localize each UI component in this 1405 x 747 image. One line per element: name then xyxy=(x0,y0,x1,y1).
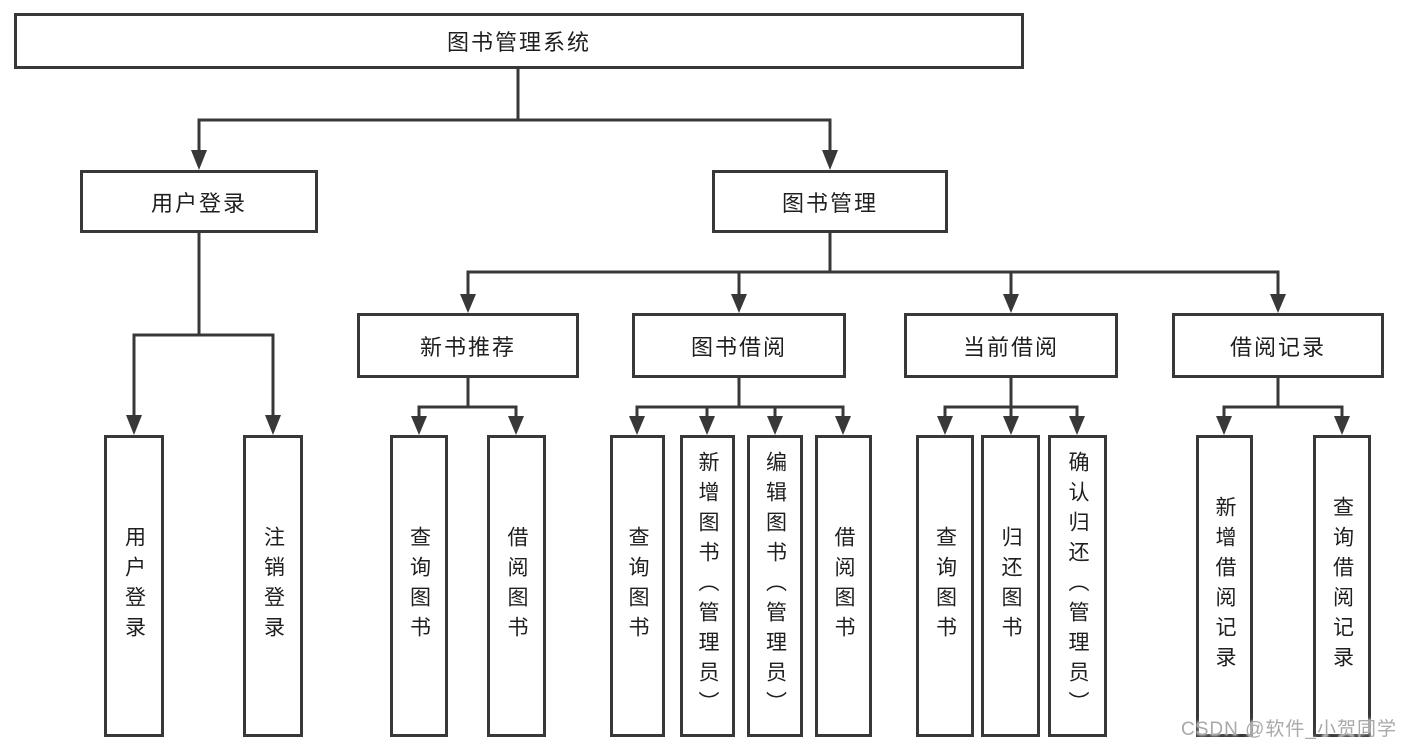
node-new-book-recommend-label: 新书推荐 xyxy=(419,334,516,360)
node-query-borrow-record: 查询借阅记录 xyxy=(1313,435,1371,737)
node-add-books-admin-label: 新增图书（管理员） xyxy=(696,451,719,721)
node-book-borrowing: 图书借阅 xyxy=(632,313,846,378)
connector-user-login xyxy=(132,231,275,419)
node-current-borrowing: 当前借阅 xyxy=(904,313,1118,378)
node-add-borrow-record: 新增借阅记录 xyxy=(1196,435,1253,737)
node-query-books-borrowing-label: 查询图书 xyxy=(626,526,649,646)
node-user-login-action-label: 用户登录 xyxy=(122,526,146,646)
connector-book-borrowing xyxy=(635,376,845,420)
node-query-borrow-record-label: 查询借阅记录 xyxy=(1330,496,1354,676)
node-edit-books-admin-label: 编辑图书（管理员） xyxy=(763,451,787,721)
node-logout-action-label: 注销登录 xyxy=(261,526,285,646)
node-borrow-books-borrowing-label: 借阅图书 xyxy=(832,526,855,646)
arrowheads xyxy=(126,150,1350,435)
node-root: 图书管理系统 xyxy=(14,13,1024,69)
node-book-borrowing-label: 图书借阅 xyxy=(690,334,787,360)
node-query-books-recommend-label: 查询图书 xyxy=(407,526,431,646)
node-confirm-return-admin-label: 确认归还（管理员） xyxy=(1066,451,1089,721)
node-edit-books-admin: 编辑图书（管理员） xyxy=(747,435,803,737)
connector-new-book-recommend xyxy=(417,376,518,420)
connector-book-management xyxy=(466,231,1280,297)
node-add-borrow-record-label: 新增借阅记录 xyxy=(1213,496,1236,676)
node-query-books-recommend: 查询图书 xyxy=(390,435,448,737)
node-root-label: 图书管理系统 xyxy=(446,30,591,55)
node-user-login-action: 用户登录 xyxy=(104,435,164,737)
node-user-login: 用户登录 xyxy=(80,170,318,233)
node-book-management-label: 图书管理 xyxy=(781,190,878,216)
node-confirm-return-admin: 确认归还（管理员） xyxy=(1048,435,1107,737)
node-book-management: 图书管理 xyxy=(712,170,948,233)
csdn-watermark: CSDN @软件_小贺同学 xyxy=(1181,719,1397,740)
node-user-login-label: 用户登录 xyxy=(150,190,247,216)
node-borrow-books-recommend: 借阅图书 xyxy=(487,435,546,737)
node-borrow-books-borrowing: 借阅图书 xyxy=(815,435,872,737)
node-query-books-current-label: 查询图书 xyxy=(933,526,957,646)
node-add-books-admin: 新增图书（管理员） xyxy=(680,435,735,737)
node-query-books-borrowing: 查询图书 xyxy=(610,435,665,737)
node-new-book-recommend: 新书推荐 xyxy=(357,313,579,378)
connector-root xyxy=(197,66,832,154)
node-borrow-books-recommend-label: 借阅图书 xyxy=(505,526,528,646)
node-logout-action: 注销登录 xyxy=(243,435,303,737)
node-borrowing-records: 借阅记录 xyxy=(1172,313,1384,378)
node-query-books-current: 查询图书 xyxy=(916,435,974,737)
node-return-books: 归还图书 xyxy=(981,435,1040,737)
node-return-books-label: 归还图书 xyxy=(999,526,1022,646)
connector-borrowing-records xyxy=(1222,376,1344,420)
node-borrowing-records-label: 借阅记录 xyxy=(1229,334,1326,360)
connector-current-borrowing xyxy=(943,376,1079,420)
node-current-borrowing-label: 当前借阅 xyxy=(962,334,1059,360)
